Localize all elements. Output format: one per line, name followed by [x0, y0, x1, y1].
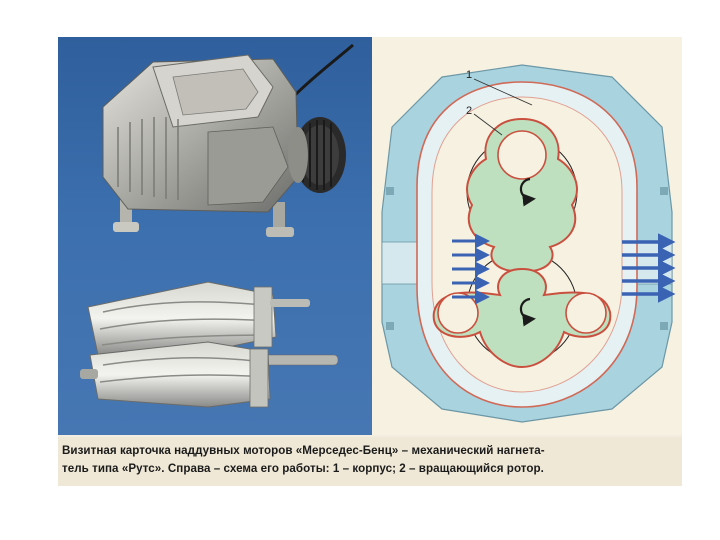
caption-line-2: тель типа «Рутс». Справа – схема его раб… [62, 460, 676, 478]
rotor-pair [80, 282, 338, 407]
svg-text:1: 1 [466, 69, 472, 81]
supercharger-illustration [58, 37, 372, 435]
caption-line-1: Визитная карточка наддувных моторов «Мер… [62, 442, 676, 460]
roots-blower-diagram: 1 2 [372, 37, 682, 435]
diagram-canvas: 1 2 [372, 37, 682, 435]
figure-caption: Визитная карточка наддувных моторов «Мер… [58, 437, 682, 486]
supercharger-body [103, 45, 353, 237]
figure: 1 2 Визитная карточка наддувных моторов … [58, 37, 682, 486]
supercharger-photo [58, 37, 372, 435]
svg-text:2: 2 [466, 105, 472, 117]
